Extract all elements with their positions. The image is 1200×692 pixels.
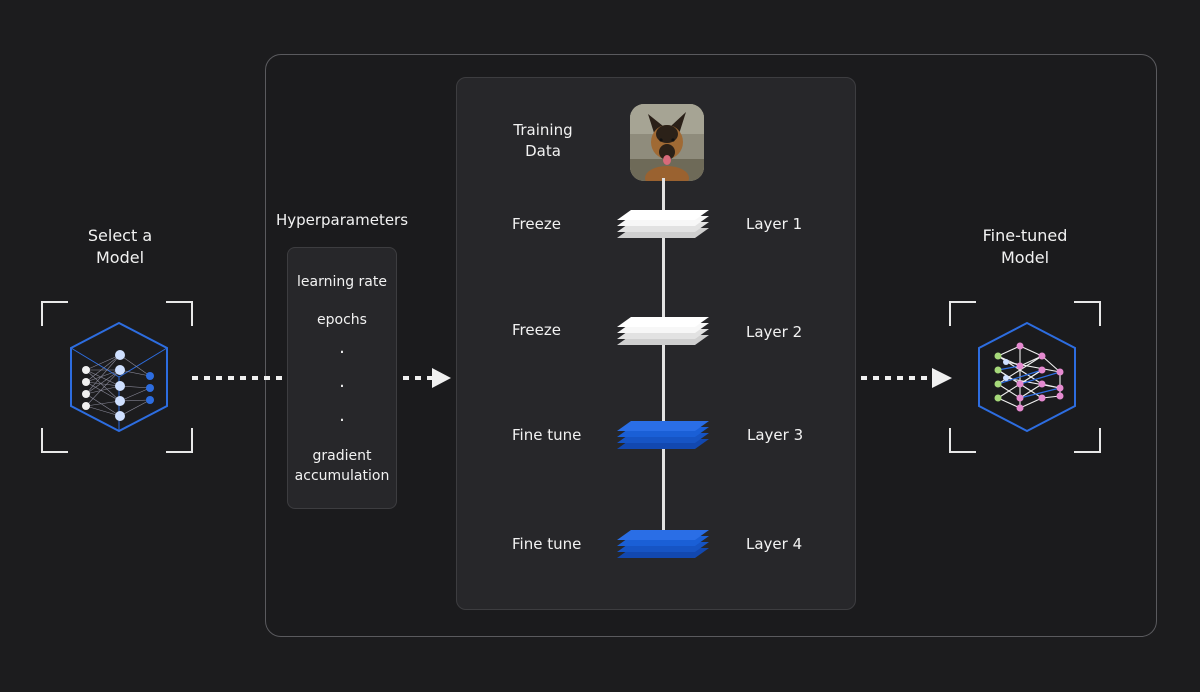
fine-tuned-model-title: Fine-tuned Model (945, 225, 1105, 270)
layer-2-action: Freeze (512, 321, 561, 339)
layer-1-action: Freeze (512, 215, 561, 233)
layer-3-stack-tuned (617, 421, 709, 449)
layer-1-stack-frozen (617, 210, 709, 238)
layer-4-action: Fine tune (512, 535, 582, 553)
ellipsis-dot-1: · (339, 342, 345, 363)
gradient-accumulation-line2: accumulation (294, 468, 390, 485)
dog-illustration (630, 104, 704, 181)
layer-3-name: Layer 3 (747, 426, 804, 444)
training-data-label-line1: Training (513, 121, 573, 139)
fine-tuned-model-icon (949, 301, 1101, 453)
layer-4-stack-tuned (617, 530, 709, 558)
layer-4-name: Layer 4 (746, 535, 803, 553)
hyperparameters-box (287, 247, 397, 509)
layer-connector-line (662, 178, 665, 550)
hyperparameters-title: Hyperparameters (275, 211, 409, 229)
hyperparameter-learning-rate: learning rate (296, 274, 387, 290)
hyperparameter-gradient-accumulation: gradient accumulation (287, 446, 397, 487)
layer-1-name: Layer 1 (746, 215, 803, 233)
base-model-icon (41, 301, 193, 453)
training-data-label-line2: Data (525, 142, 561, 160)
layer-2-stack-frozen (617, 317, 709, 345)
ellipsis-dot-3: · (339, 410, 345, 431)
layer-2-name: Layer 2 (746, 323, 803, 341)
select-model-title-line2: Model (95, 248, 145, 268)
fine-tuned-model-title-line1: Fine-tuned (982, 226, 1068, 245)
arrow-hyperparameters-to-layers (403, 368, 451, 388)
training-data-label: Training Data (498, 120, 588, 162)
gradient-accumulation-line1: gradient (312, 448, 372, 464)
training-data-image (630, 104, 704, 181)
arrow-model-to-hyperparameters (192, 376, 284, 380)
hyperparameter-epochs: epochs (317, 312, 367, 328)
select-model-title-line1: Select a (87, 226, 153, 245)
arrow-layers-to-fine-tuned-model (861, 368, 952, 388)
ellipsis-dot-2: · (339, 376, 345, 397)
fine-tuned-model-title-line2: Model (1000, 248, 1050, 268)
select-model-title: Select a Model (40, 225, 200, 270)
layer-3-action: Fine tune (512, 426, 582, 444)
